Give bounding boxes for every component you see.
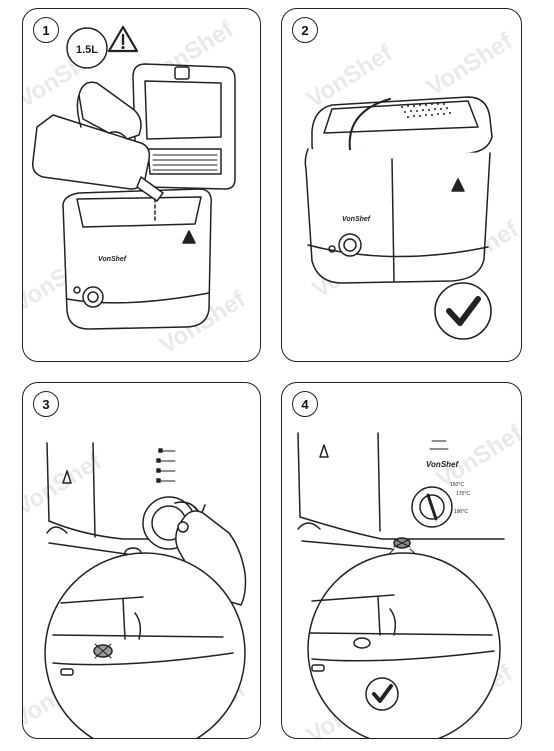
lid-vent <box>401 103 451 118</box>
temperature-scale <box>156 450 176 482</box>
zoom-detail-circle <box>44 552 246 738</box>
temp-label: 170°C <box>456 491 470 497</box>
step-4-illustration: 150°C 170°C 190°C VonShef <box>297 432 505 738</box>
brand-logo: VonShef <box>342 216 371 223</box>
step-1-panel: VonShef VonShef VonShef VonShef <box>22 8 261 362</box>
hand <box>175 510 247 606</box>
step-2-illustration: VonShef <box>304 96 493 340</box>
step-3-panel: VonShef VonShef VonShef <box>22 382 261 739</box>
hand <box>78 81 142 140</box>
step-number: 3 <box>33 391 59 417</box>
temperature-scale <box>429 440 449 450</box>
fryer-body <box>304 148 491 284</box>
zoom-detail-circle <box>307 552 501 738</box>
step-2-panel: VonShef VonShef VonShef VonShef <box>281 8 522 362</box>
volume-label: 1.5L <box>76 44 98 56</box>
brand-logo: VonShef <box>98 256 127 263</box>
step-number: 2 <box>292 17 318 43</box>
temp-label: 190°C <box>454 509 468 515</box>
step-1-illustration: 1.5L VonShef <box>31 25 236 330</box>
thermostat-knob <box>338 233 362 257</box>
warning-triangle-icon <box>107 25 139 53</box>
step-3-illustration <box>44 442 247 738</box>
volume-badge <box>66 27 108 69</box>
step-number: 1 <box>33 17 59 43</box>
check-circle-icon <box>365 677 399 711</box>
temp-label: 150°C <box>450 482 464 488</box>
fryer-body <box>62 188 212 330</box>
temperature-labels: 150°C 170°C 190°C <box>450 482 470 515</box>
step-4-panel: VonShef VonShef VonShef <box>281 382 522 739</box>
fryer-body <box>297 432 301 518</box>
brand-logo: VonShef <box>426 460 459 469</box>
step-number: 4 <box>292 391 318 417</box>
thermostat-knob <box>82 286 104 308</box>
check-circle-icon <box>434 282 492 340</box>
fryer-body <box>46 442 50 522</box>
